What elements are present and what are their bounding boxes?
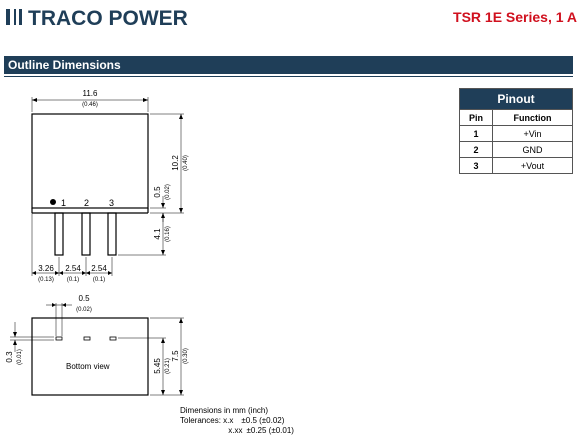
top-view: 1 2 3 11.6 (0.46) 10.2 (0.40) 0.5 (0.02)…: [31, 89, 189, 283]
pinout-function: +Vin: [492, 125, 573, 142]
pin-thickness-in: (0.01): [17, 349, 23, 365]
pinout-header-function: Function: [492, 109, 573, 126]
width-mm: 11.6: [83, 89, 99, 98]
traco-power-logo: TRACO POWER: [6, 7, 188, 28]
pin-thickness-mm: 0.3: [5, 351, 14, 363]
section-header: Outline Dimensions: [4, 56, 573, 77]
standoff-mm: 0.5: [153, 186, 162, 198]
table-row: 1 +Vin: [459, 125, 573, 142]
table-row: 2 GND: [459, 141, 573, 158]
pin1-marker-dot: [50, 199, 56, 205]
pin-length-in: (0.16): [165, 226, 171, 242]
tolerance-format-2: x.xx: [228, 426, 243, 435]
tolerance-notes: Dimensions in mm (inch) Tolerances: x.x …: [180, 406, 294, 436]
height-in: (0.40): [183, 155, 189, 171]
pin-label-3: 3: [109, 198, 114, 208]
pin-offset-mm: 3.26: [38, 264, 54, 273]
units-note: Dimensions in mm (inch): [180, 406, 269, 415]
table-row: 3 +Vout: [459, 157, 573, 174]
height-mm: 10.2: [171, 155, 180, 171]
pitch1-mm: 2.54: [65, 264, 81, 273]
pinout-pin: 2: [459, 141, 493, 158]
bottom-body: [31, 317, 149, 396]
pitch2-mm: 2.54: [91, 264, 107, 273]
pin-position-mm: 5.45: [153, 358, 162, 374]
pin-position-in: (0.21): [165, 358, 171, 374]
bottom-pin-1: [55, 336, 63, 341]
tolerance-value-2: ±0.25 (±0.01): [246, 426, 294, 435]
module-body: [31, 113, 149, 209]
bottom-view-label: Bottom view: [66, 362, 110, 371]
pin-label-2: 2: [84, 198, 89, 208]
pin-label-1: 1: [61, 198, 66, 208]
bottom-view: Bottom view 0.5 (0.02) 0.3 (0.01) 7.5 (0…: [5, 294, 189, 396]
logo-text: TRACO POWER: [28, 7, 188, 28]
pinout-table: Pinout Pin Function 1 +Vin 2 GND 3 +Vout: [459, 88, 573, 174]
pitch2-in: (0.1): [93, 277, 105, 283]
pinout-function: GND: [492, 141, 573, 158]
pin-length-mm: 4.1: [153, 228, 162, 240]
pinout-function: +Vout: [492, 157, 573, 174]
tolerance-format-1: x.x: [223, 416, 234, 425]
bottom-pin-3: [109, 336, 117, 341]
depth-in: (0.30): [183, 348, 189, 364]
traco-emblem: [6, 9, 22, 25]
outline-drawing: 1 2 3 11.6 (0.46) 10.2 (0.40) 0.5 (0.02)…: [5, 89, 189, 396]
series-title: TSR 1E Series, 1 A: [453, 9, 577, 25]
pitch1-in: (0.1): [67, 277, 79, 283]
pin-width-mm: 0.5: [78, 294, 90, 303]
pin-1: [54, 212, 64, 256]
pinout-pin: 1: [459, 125, 493, 142]
tolerance-value-1: ±0.5 (±0.02): [241, 416, 285, 425]
width-in: (0.46): [82, 102, 98, 108]
standoff-in: (0.02): [165, 184, 171, 200]
bottom-pin-2: [83, 336, 91, 341]
depth-mm: 7.5: [171, 350, 180, 362]
tolerance-label: Tolerances:: [180, 416, 221, 425]
pin-2: [81, 212, 91, 256]
pin-3: [107, 212, 117, 256]
pinout-title: Pinout: [459, 88, 573, 110]
pin-offset-in: (0.13): [38, 277, 54, 283]
pin-width-in: (0.02): [76, 307, 92, 313]
pinout-header-pin: Pin: [459, 109, 493, 126]
pinout-pin: 3: [459, 157, 493, 174]
